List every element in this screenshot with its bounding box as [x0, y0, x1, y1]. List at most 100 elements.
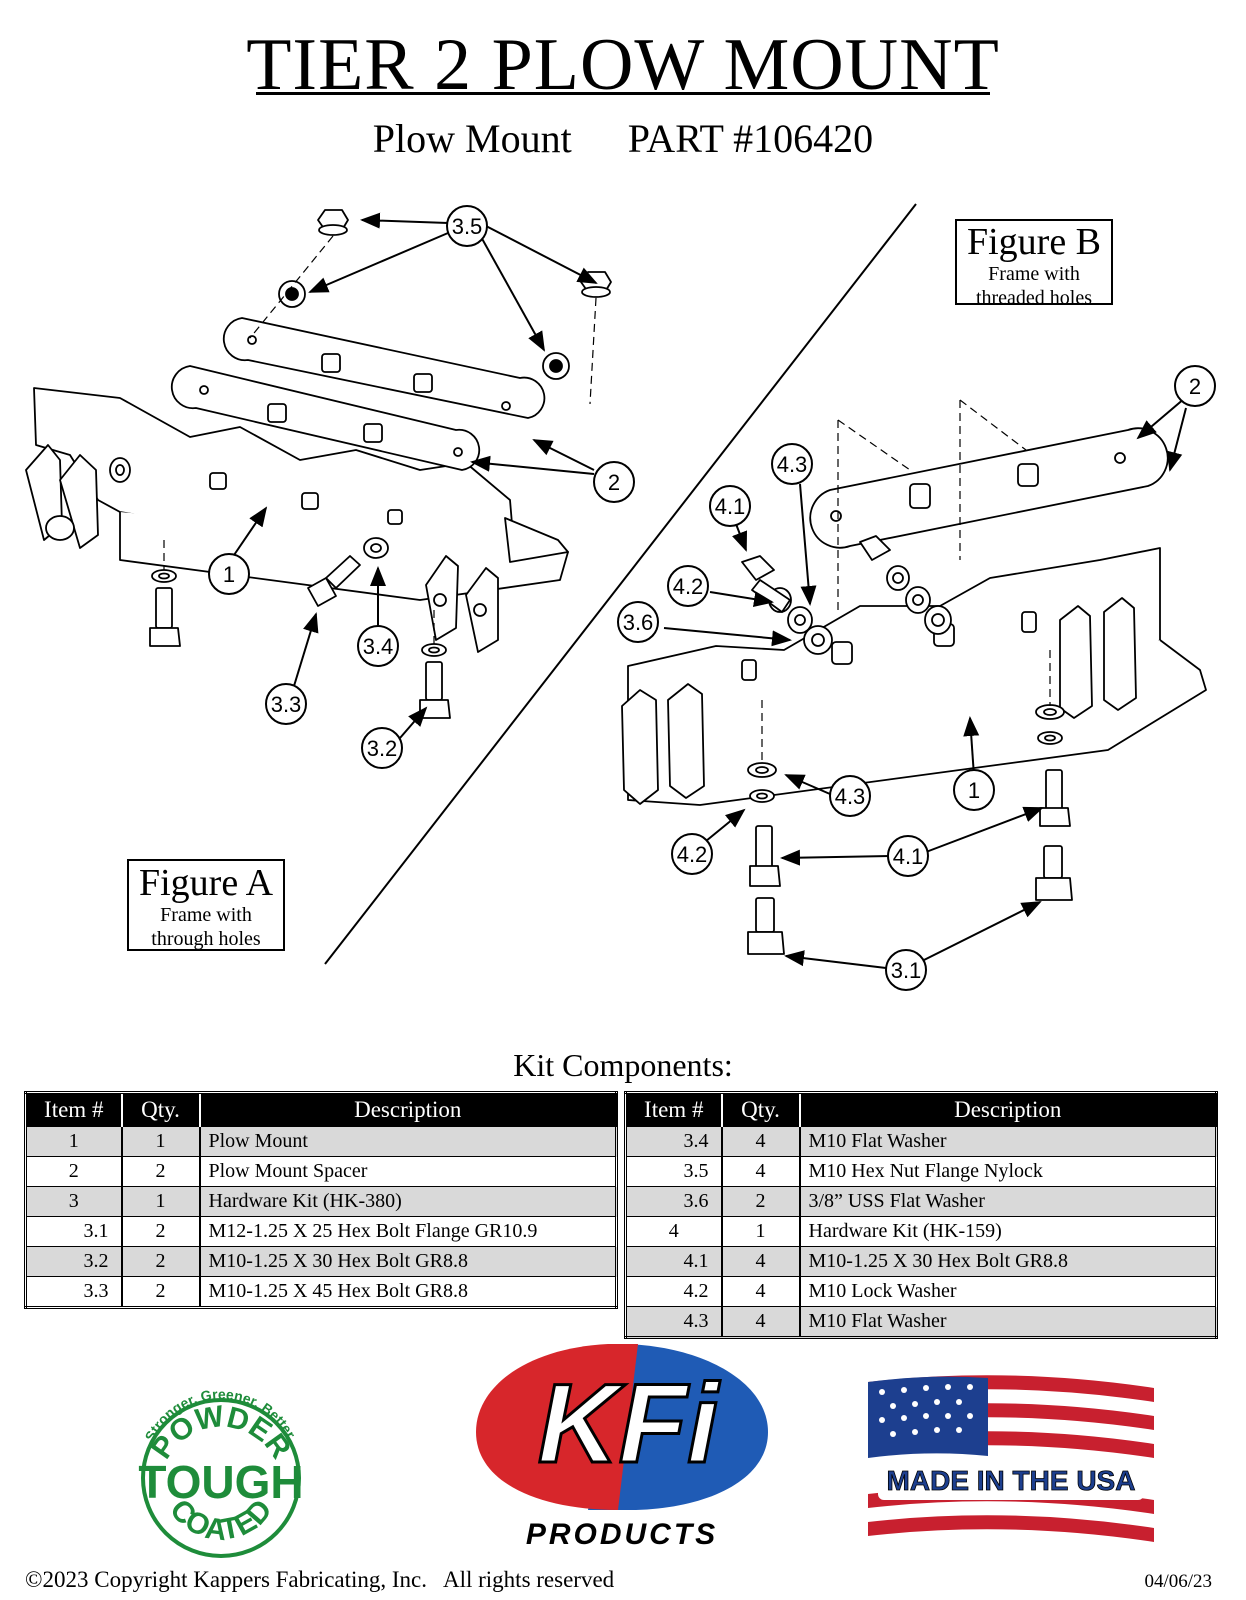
made-in-usa-flag-logo: MADE IN THE USA	[868, 1375, 1154, 1542]
figure-a-label: Figure A Frame with through holes	[127, 859, 285, 951]
callout-1: 1	[208, 553, 250, 595]
callout-3.4: 3.4	[357, 625, 399, 667]
svg-text:2: 2	[608, 470, 620, 495]
cell-qty: 2	[120, 1276, 200, 1308]
figure-divider	[324, 203, 917, 965]
footer-copyright: ©2023 Copyright Kappers Fabricating, Inc…	[25, 1567, 615, 1592]
usa-banner	[878, 1460, 1144, 1500]
callout-4.1: 4.1	[887, 835, 929, 877]
callout-2: 2	[593, 461, 635, 503]
svg-text:3.3: 3.3	[271, 692, 302, 717]
exploded-diagram: 3.5 2 1 3.4 3.3 3.2 2 4.3 4.1 4.2 3.6 4.…	[25, 203, 1216, 991]
callout-3.2: 3.2	[361, 727, 403, 769]
kfi-products-word: PRODUCTS	[526, 1518, 718, 1550]
cell-item: 3.4	[624, 1126, 722, 1157]
flag-stars	[879, 1384, 973, 1437]
powder-ring	[141, 1398, 301, 1558]
subtitle-part-number: PART #106420	[627, 116, 874, 161]
figure-b-drawing	[621, 427, 1207, 955]
cell-item: 3.3	[24, 1276, 122, 1308]
col-item: Item #	[25, 1092, 122, 1127]
callouts: 3.5 2 1 3.4 3.3 3.2 2 4.3 4.1 4.2 3.6 4.…	[208, 205, 1216, 991]
callout-4.3: 4.3	[829, 775, 871, 817]
cell-qty: 2	[720, 1186, 800, 1217]
figure-b-line2: threaded holes	[975, 287, 1093, 309]
spacer-b	[809, 427, 1169, 549]
cell-item: 3.1	[24, 1216, 122, 1247]
svg-text:3.4: 3.4	[363, 634, 394, 659]
page-subtitle: Plow Mount PART #106420	[0, 114, 1246, 164]
cell-item: 3.2	[24, 1246, 122, 1277]
cell-description: M12-1.25 X 25 Hex Bolt Flange GR10.9	[198, 1216, 617, 1247]
cell-qty: 2	[120, 1246, 200, 1277]
cell-description: 3/8” USS Flat Washer	[798, 1186, 1217, 1217]
callout-1: 1	[953, 769, 995, 811]
leader-arrows	[231, 212, 1187, 969]
figure-a-title: Figure A	[138, 862, 274, 904]
cell-item: 3.6	[624, 1186, 722, 1217]
figure-b-line1: Frame with	[988, 263, 1080, 285]
cell-description: Hardware Kit (HK-380)	[198, 1186, 617, 1217]
cell-description: Hardware Kit (HK-159)	[798, 1216, 1217, 1247]
cell-qty: 4	[720, 1276, 800, 1307]
col-qty: Qty.	[120, 1092, 200, 1127]
col-item: Item #	[625, 1092, 722, 1127]
figure-b-title: Figure B	[966, 221, 1102, 263]
kit-components-heading: Kit Components:	[513, 1047, 733, 1083]
cell-item: 4.3	[624, 1306, 722, 1338]
cell-item: 3	[24, 1186, 122, 1217]
callout-4.2: 4.2	[671, 833, 713, 875]
callout-4.3: 4.3	[771, 443, 813, 485]
svg-text:4.3: 4.3	[835, 784, 866, 809]
svg-text:3.1: 3.1	[891, 958, 922, 983]
table-header-row: Item # Qty. Description	[25, 1092, 617, 1127]
callout-3.5: 3.5	[446, 205, 488, 247]
subtitle-product: Plow Mount	[372, 116, 572, 161]
cell-qty: 4	[720, 1246, 800, 1277]
powder-tough-coated-logo: Stronger. Greener. Better. POWDER TOUGH …	[138, 1386, 304, 1558]
callout-4.1: 4.1	[709, 485, 751, 527]
cell-description: M10 Lock Washer	[798, 1276, 1217, 1307]
figure-b-label: Figure B Frame with threaded holes	[955, 219, 1113, 309]
callout-3.6: 3.6	[617, 601, 659, 643]
svg-text:4.3: 4.3	[777, 452, 808, 477]
svg-text:2: 2	[1189, 374, 1201, 399]
figure-a-hidden-lines	[163, 235, 597, 644]
cell-description: M10 Flat Washer	[798, 1306, 1217, 1338]
callout-3.3: 3.3	[265, 683, 307, 725]
figure-a-drawing	[25, 209, 612, 719]
made-in-usa-text: MADE IN THE USA	[887, 1465, 1136, 1496]
cell-item: 4	[624, 1216, 722, 1247]
cell-qty: 1	[120, 1186, 200, 1217]
cell-qty: 2	[120, 1156, 200, 1187]
svg-text:4.2: 4.2	[677, 842, 708, 867]
cell-description: Plow Mount	[198, 1126, 617, 1157]
figure-a-line2: through holes	[151, 928, 261, 950]
svg-text:4.2: 4.2	[673, 574, 704, 599]
cell-qty: 4	[720, 1156, 800, 1187]
kfi-red-shape	[476, 1344, 638, 1510]
col-description: Description	[798, 1092, 1217, 1127]
spacer-front	[170, 365, 481, 471]
cell-description: M10-1.25 X 45 Hex Bolt GR8.8	[198, 1276, 617, 1308]
cell-description: Plow Mount Spacer	[198, 1156, 617, 1187]
table-header-row: Item # Qty. Description	[625, 1092, 1217, 1127]
col-description: Description	[198, 1092, 617, 1127]
figure-a-line1: Frame with	[160, 904, 252, 926]
cell-item: 4.1	[624, 1246, 722, 1277]
cell-description: M10-1.25 X 30 Hex Bolt GR8.8	[198, 1246, 617, 1277]
callout-4.2: 4.2	[667, 565, 709, 607]
tough-word: TOUGH	[138, 1456, 303, 1508]
svg-text:1: 1	[968, 778, 980, 803]
cell-qty: 4	[720, 1306, 800, 1338]
svg-text:3.5: 3.5	[452, 214, 483, 239]
svg-text:4.1: 4.1	[893, 844, 924, 869]
